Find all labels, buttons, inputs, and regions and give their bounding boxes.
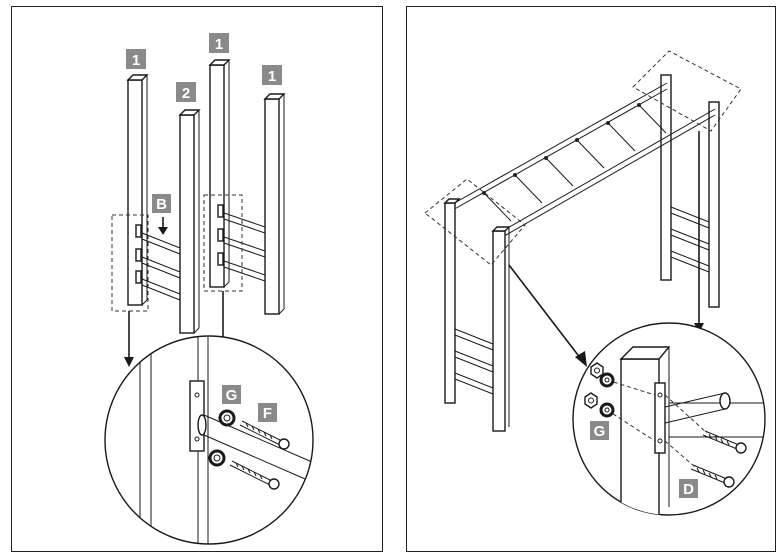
washer-upper <box>599 372 615 388</box>
washer-lower <box>599 402 615 418</box>
left-assembly-diagram: 1 2 1 1 B G F <box>104 33 314 545</box>
svg-text:D: D <box>683 481 694 498</box>
post-1-middle <box>208 59 231 288</box>
label-washer-g-right: G <box>590 421 609 440</box>
label-screw-f: F <box>258 403 277 422</box>
detail-outline-right <box>203 194 243 292</box>
step-panel-left: 1 2 1 1 B G F <box>11 6 383 552</box>
label-screw-d: D <box>679 479 698 498</box>
svg-text:1: 1 <box>132 52 140 69</box>
detail-magnifier-left <box>104 335 314 545</box>
label-post-2: 2 <box>176 82 196 102</box>
svg-text:B: B <box>156 196 167 213</box>
svg-text:G: G <box>226 387 238 404</box>
right-assembly-diagram: G D <box>424 50 766 516</box>
detail-magnifier-right <box>572 322 766 516</box>
post-1-right <box>263 93 286 315</box>
detail-outline-front <box>424 178 526 266</box>
step-panel-right: G D <box>406 6 776 552</box>
svg-text:1: 1 <box>268 68 276 85</box>
label-bracket-b: B <box>152 194 171 213</box>
detail-arrow-front <box>508 264 582 360</box>
hex-nut-lower <box>584 392 598 409</box>
monkey-bar-frame <box>443 74 720 432</box>
label-washer-g-left: G <box>222 385 241 404</box>
detail-outline-back <box>632 50 742 132</box>
svg-text:2: 2 <box>182 85 190 102</box>
svg-text:1: 1 <box>215 36 223 53</box>
post-2 <box>178 109 201 334</box>
label-post-1-right: 1 <box>262 65 282 85</box>
detail-outline-left <box>111 214 149 312</box>
ladder-rungs-right <box>217 204 266 282</box>
svg-text:F: F <box>263 405 272 422</box>
label-post-1-middle: 1 <box>209 33 229 53</box>
svg-text:G: G <box>594 423 606 440</box>
label-post-1-left: 1 <box>126 49 146 69</box>
